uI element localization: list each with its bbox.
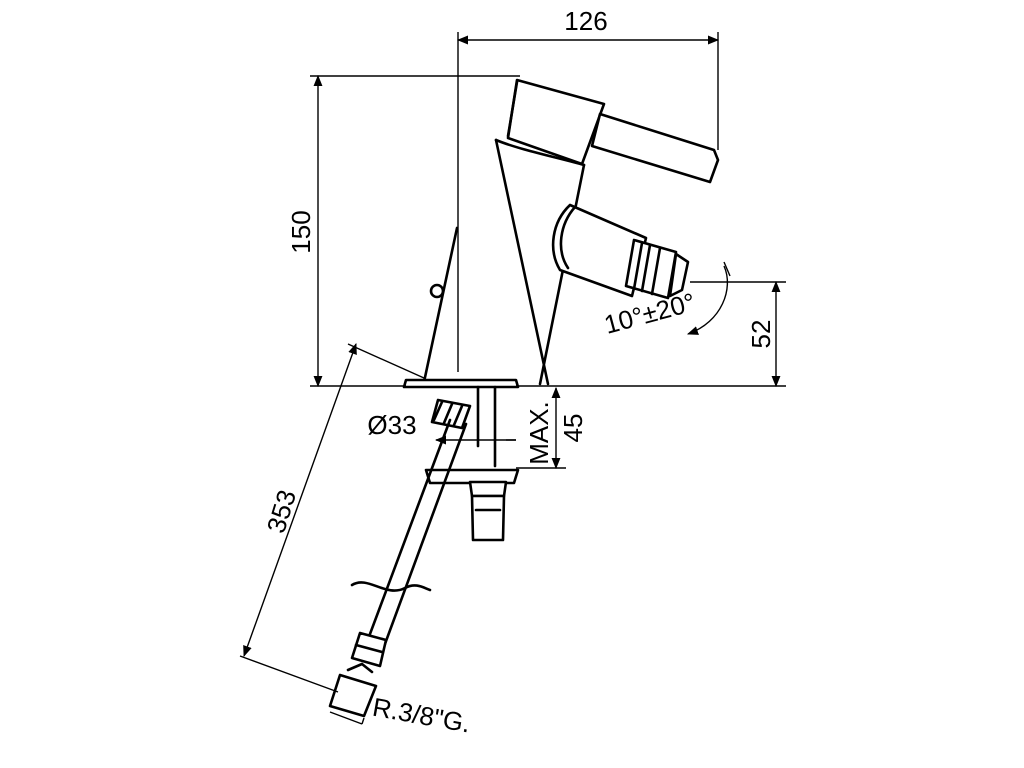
shank [476,385,497,468]
mixer-body [494,138,586,386]
hose-end-fitting [328,673,378,718]
faucet-outline [328,78,720,718]
supply-tail [470,494,506,542]
dim-spout-reach-label: 126 [564,6,607,36]
popup-rod [422,226,459,384]
dim-hose-length-label: 353 [261,486,302,536]
deck-flange [402,378,520,389]
lever-rod [590,112,720,184]
dim-nozzle-tilt-label: 10°±20° [601,287,699,340]
popup-knob [429,283,445,299]
dim-nozzle-height-label: 52 [746,320,776,349]
spout-neck [551,203,648,298]
mounting-nut [468,480,508,498]
dim-thread-spec-label: R.3/8"G. [370,692,473,739]
dim-max-label: MAX. [524,401,554,465]
dim-hole-diameter-label: Ø33 [367,410,416,440]
dimension-lines [239,32,786,725]
dim-overall-height-label: 150 [286,210,316,253]
dim-max-thickness-label: 45 [558,414,588,443]
spout-nozzle [624,238,678,300]
flexible-hose [362,418,468,654]
lever-handle [506,78,606,166]
